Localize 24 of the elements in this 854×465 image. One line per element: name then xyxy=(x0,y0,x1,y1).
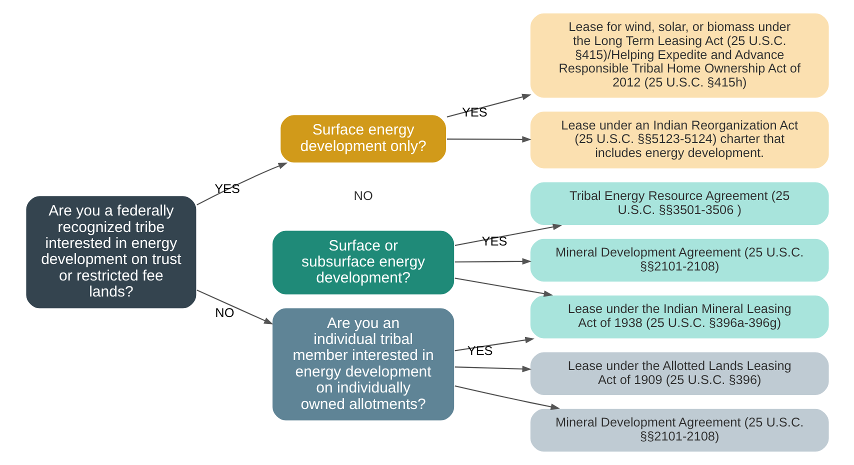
arrow xyxy=(454,278,553,297)
arrow xyxy=(454,385,560,410)
node-box: Mineral Development Agreement (25 U.S.C. §§2101-2108) xyxy=(528,408,830,453)
arrow xyxy=(196,162,288,206)
node-box: Tribal Energy Resource Agreement (25 U.S.C. §§3501-3506 ) xyxy=(528,181,830,226)
arrow xyxy=(196,290,273,324)
edge-label: NO xyxy=(214,305,234,320)
arrow xyxy=(454,366,532,372)
node-box: Lease under an Indian Reorganization Act (25 U.S.C. §§5123-5124) charter that includes energy development. xyxy=(528,110,830,170)
arrow xyxy=(454,258,532,265)
node-box: Mineral Development Agreement (25 U.S.C. §§2101-2108) xyxy=(528,238,830,283)
arrow xyxy=(454,336,534,352)
edge-label: YES xyxy=(481,234,507,249)
arrow xyxy=(446,136,531,143)
edge-label: YES xyxy=(466,343,492,358)
arrow xyxy=(454,224,562,246)
label: NO xyxy=(353,188,372,203)
node-box: Lease under the Indian Mineral Leasing Act of 1938 (25 U.S.C. §396a-396g) xyxy=(528,294,830,340)
node-box: Lease under the Allotted Lands Leasing Act of 1909 (25 U.S.C. §396) xyxy=(528,351,830,396)
node-box: Are you an individual tribal member interested in energy development on individually owned allotments? xyxy=(270,307,455,422)
node-box: Surface or subsurface energy development? xyxy=(270,230,455,296)
node-box: Surface energy development only? xyxy=(278,114,447,164)
node-box: Lease for wind, solar, or biomass under the Long Term Leasing Act (25 U.S.C. §415)/Helping Expedite and Advance Responsible Tribal Home Ownership Act of 2012 (25 U.S.C. §415h) xyxy=(528,12,830,99)
node-box: Are you a federally recognized tribe interested in energy development on trust or restricted fee lands? xyxy=(24,194,197,310)
